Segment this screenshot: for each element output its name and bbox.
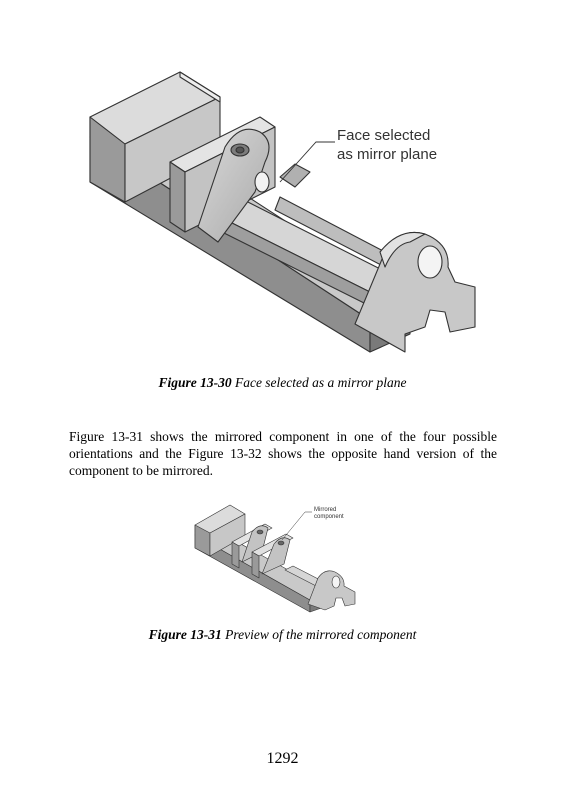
caption-text: Face selected as a mirror plane <box>231 375 407 390</box>
caption-number: Figure 13-31 <box>148 627 222 642</box>
mirrored-vise <box>194 504 356 613</box>
vise-base <box>89 71 476 353</box>
page-number: 1292 <box>266 750 299 767</box>
callout-mirrored-component: Mirrored component <box>281 507 344 541</box>
callout-face-selected: Face selected as mirror plane <box>279 127 437 183</box>
caption-number: Figure 13-30 <box>158 375 232 390</box>
callout-line-2: as mirror plane <box>337 146 437 163</box>
figure-13-31-illustration: Mirrored component <box>194 504 356 613</box>
callout-line-1: Mirrored <box>314 507 336 513</box>
caption-text: Preview of the mirrored component <box>221 627 417 642</box>
callout-line-2: component <box>314 514 344 520</box>
figure-13-30-caption: Figure 13-30 Face selected as a mirror p… <box>0 375 565 391</box>
callout-line-1: Face selected <box>337 127 430 144</box>
body-paragraph: Figure 13-31 shows the mirrored componen… <box>69 429 497 478</box>
figure-13-30-illustration: Face selected as mirror plane <box>89 71 476 353</box>
figure-13-31-caption: Figure 13-31 Preview of the mirrored com… <box>0 627 565 643</box>
